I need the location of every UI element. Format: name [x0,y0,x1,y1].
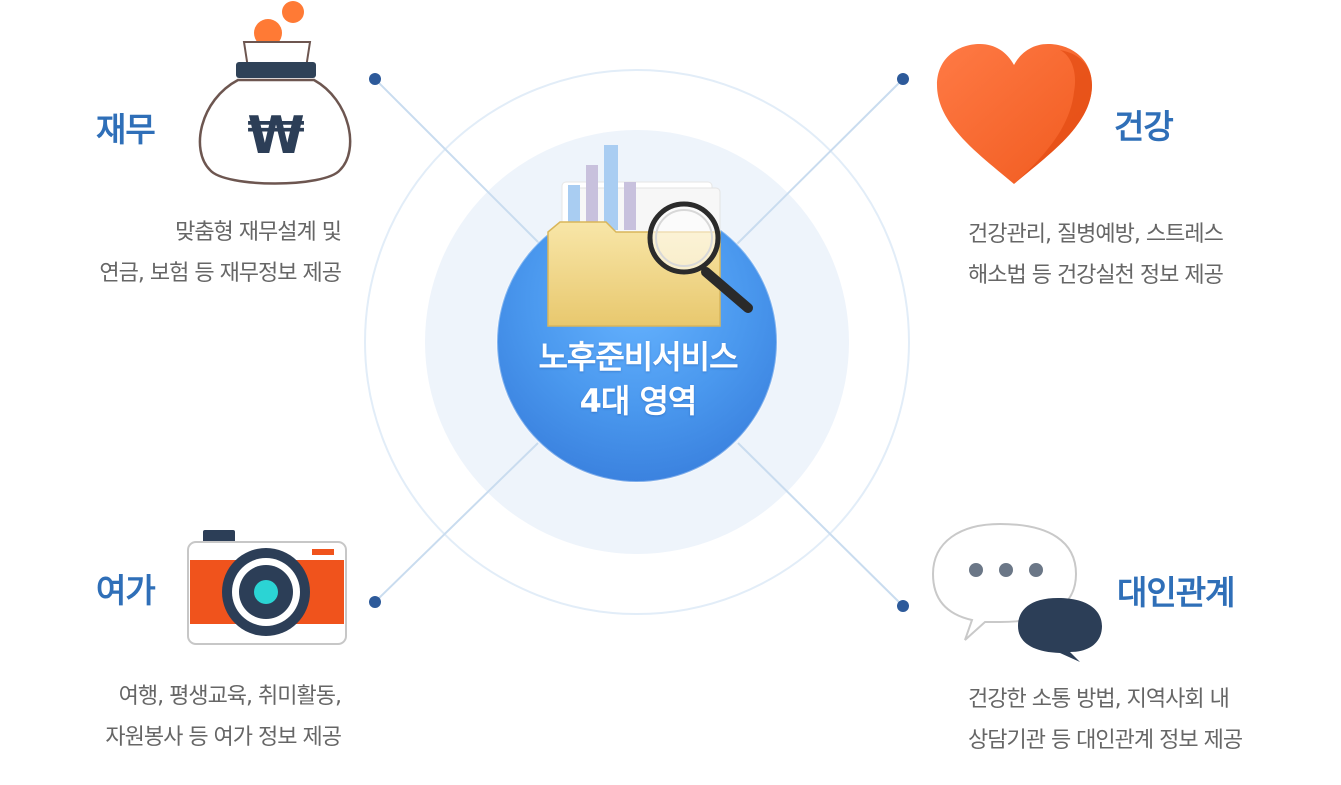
relations-description: 건강한 소통 방법, 지역사회 내 상담기관 등 대인관계 정보 제공 [968,679,1243,761]
relations-desc-line2: 상담기관 등 대인관계 정보 제공 [968,728,1243,753]
center-label-line1: 노후준비서비스 [538,338,738,376]
connector-leisure [374,442,539,603]
health-title: 건강 [1114,107,1174,146]
won-symbol: ₩ [247,106,304,166]
leisure-desc-line2: 자원봉사 등 여가 정보 제공 [105,725,342,750]
health-desc-line1: 건강관리, 질병예방, 스트레스 [968,222,1224,247]
connector-lines [374,78,904,607]
heart-icon [937,44,1092,184]
leisure-title: 여가 [96,571,156,610]
finance-description: 맞춤형 재무설계 및 연금, 보험 등 재무정보 제공 [99,212,342,294]
connector-dot-finance [369,73,381,85]
relations-title: 대인관계 [1117,573,1235,612]
money-bag-icon: ₩ [198,1,352,185]
connector-dot-health [897,73,909,85]
connector-dot-leisure [369,596,381,608]
folder-magnifier-icon [547,145,753,327]
connector-health [736,78,904,245]
center-label: 노후준비서비스 4대 영역 [500,335,776,423]
health-description: 건강관리, 질병예방, 스트레스 해소법 등 건강실천 정보 제공 [968,214,1224,296]
relations-desc-line1: 건강한 소통 방법, 지역사회 내 [968,687,1230,712]
connector-relations [737,442,904,607]
speech-bubbles-icon [931,522,1102,662]
finance-desc-line1: 맞춤형 재무설계 및 [175,220,342,245]
center-label-line2: 4대 영역 [579,382,698,420]
leisure-description: 여행, 평생교육, 취미활동, 자원봉사 등 여가 정보 제공 [105,676,342,758]
finance-title: 재무 [96,110,156,149]
health-desc-line2: 해소법 등 건강실천 정보 제공 [968,263,1224,288]
camera-icon [187,530,347,645]
finance-desc-line2: 연금, 보험 등 재무정보 제공 [99,261,342,286]
connector-finance [374,78,541,245]
leisure-desc-line1: 여행, 평생교육, 취미활동, [118,684,342,709]
outer-ring [364,69,910,615]
connector-dot-relations [897,600,909,612]
